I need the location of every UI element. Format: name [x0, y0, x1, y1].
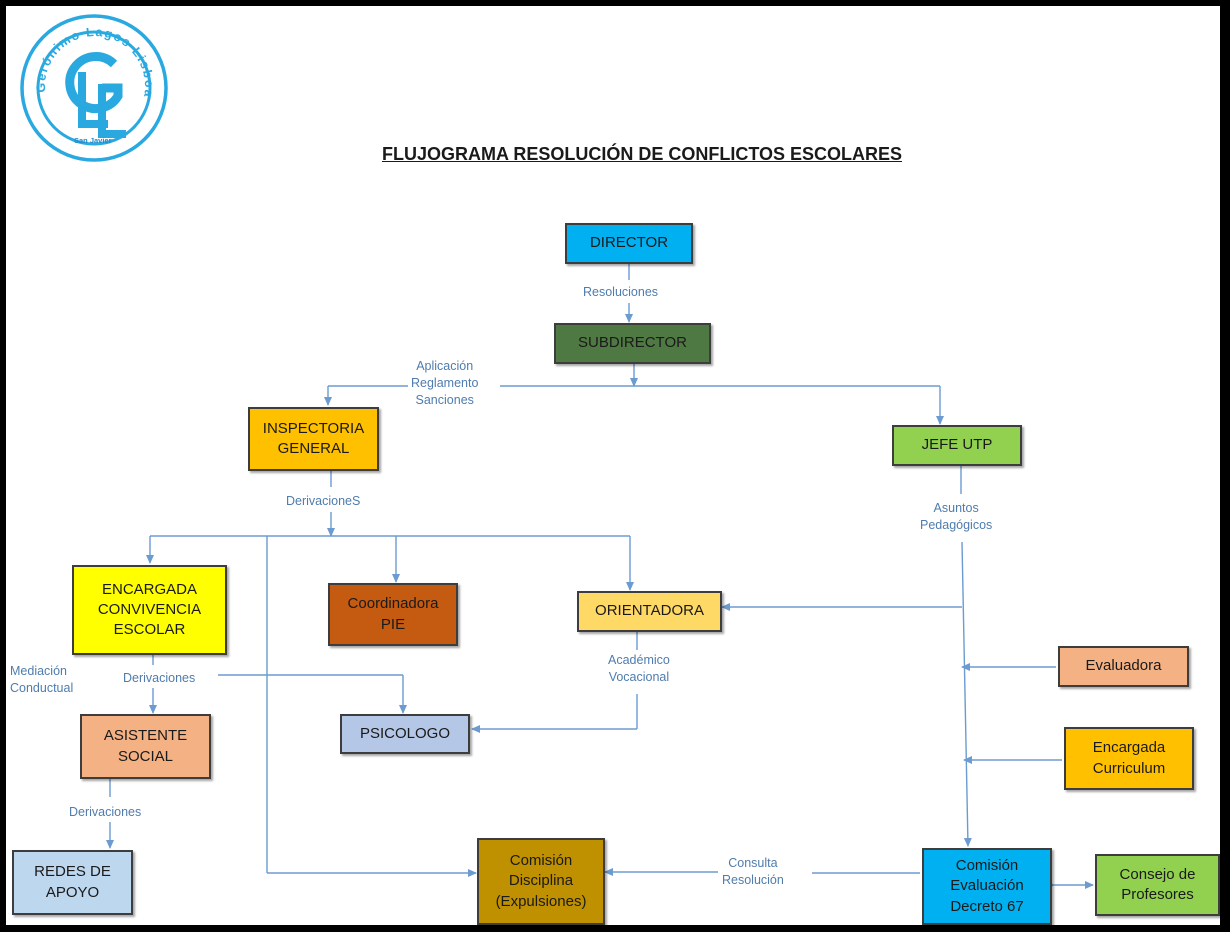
edge-label-derivaciones-convivencia: Derivaciones [123, 671, 196, 685]
node-subdirector: SUBDIRECTOR [554, 323, 711, 364]
node-psicologo: PSICOLOGO [340, 714, 470, 754]
node-director: DIRECTOR [565, 223, 693, 264]
edge-label-resoluciones: Resoluciones [583, 285, 659, 299]
logo-subtitle: San Javier [74, 136, 112, 145]
edge-label-derivaciones-asistente: Derivaciones [69, 805, 142, 819]
node-evaluadora: Evaluadora [1058, 646, 1189, 687]
page-title: FLUJOGRAMA RESOLUCIÓN DE CONFLICTOS ESCO… [382, 144, 903, 164]
node-orientadora: ORIENTADORA [577, 591, 722, 632]
node-jefe-utp: JEFE UTP [892, 425, 1022, 466]
edge-label-derivaciones-inspectoria: DerivacioneS [286, 494, 361, 508]
school-logo: Gerónimo Lagos Lisboa [20, 14, 168, 162]
